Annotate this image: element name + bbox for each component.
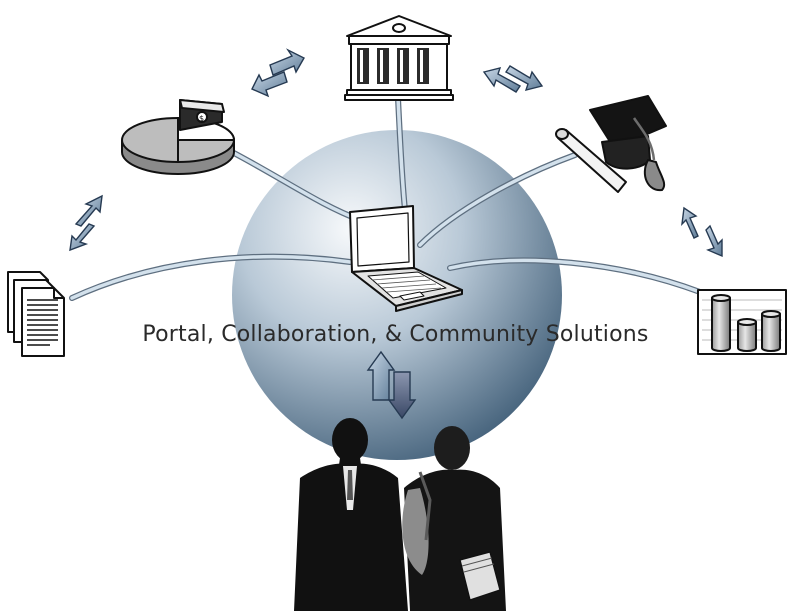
arrows-people-portal bbox=[366, 350, 417, 420]
arrow-up-icon bbox=[366, 350, 396, 401]
arrow-icon bbox=[69, 223, 96, 252]
bank-building-icon bbox=[344, 15, 454, 101]
arrow-icon bbox=[74, 194, 103, 227]
pie-chart-with-money-icon: $ bbox=[121, 99, 235, 175]
graduation-cap-diploma-icon bbox=[555, 95, 667, 193]
arrow-icon bbox=[482, 67, 522, 93]
arrow-icon bbox=[504, 65, 544, 91]
connection-lines bbox=[69, 95, 703, 301]
exchange-arrows bbox=[69, 48, 723, 420]
laptop-icon bbox=[349, 205, 463, 312]
document-stack-icon bbox=[7, 271, 65, 357]
person-student bbox=[402, 426, 506, 611]
arrow-icon bbox=[251, 71, 288, 98]
people-silhouettes-icon bbox=[294, 418, 506, 611]
arrow-icon bbox=[681, 206, 699, 239]
arrow-icon bbox=[705, 224, 723, 258]
svg-text:$: $ bbox=[199, 114, 204, 123]
arrows-finance-bank bbox=[251, 48, 305, 98]
arrows-documents-finance bbox=[69, 194, 103, 252]
arrows-education-reports bbox=[681, 206, 723, 258]
bar-chart-report-icon bbox=[697, 289, 787, 355]
diagram-caption: Portal, Collaboration, & Community Solut… bbox=[142, 322, 649, 347]
arrow-icon bbox=[269, 48, 305, 76]
person-businessman bbox=[294, 418, 408, 611]
arrows-bank-education bbox=[482, 65, 544, 93]
arrow-down-icon bbox=[387, 371, 417, 420]
